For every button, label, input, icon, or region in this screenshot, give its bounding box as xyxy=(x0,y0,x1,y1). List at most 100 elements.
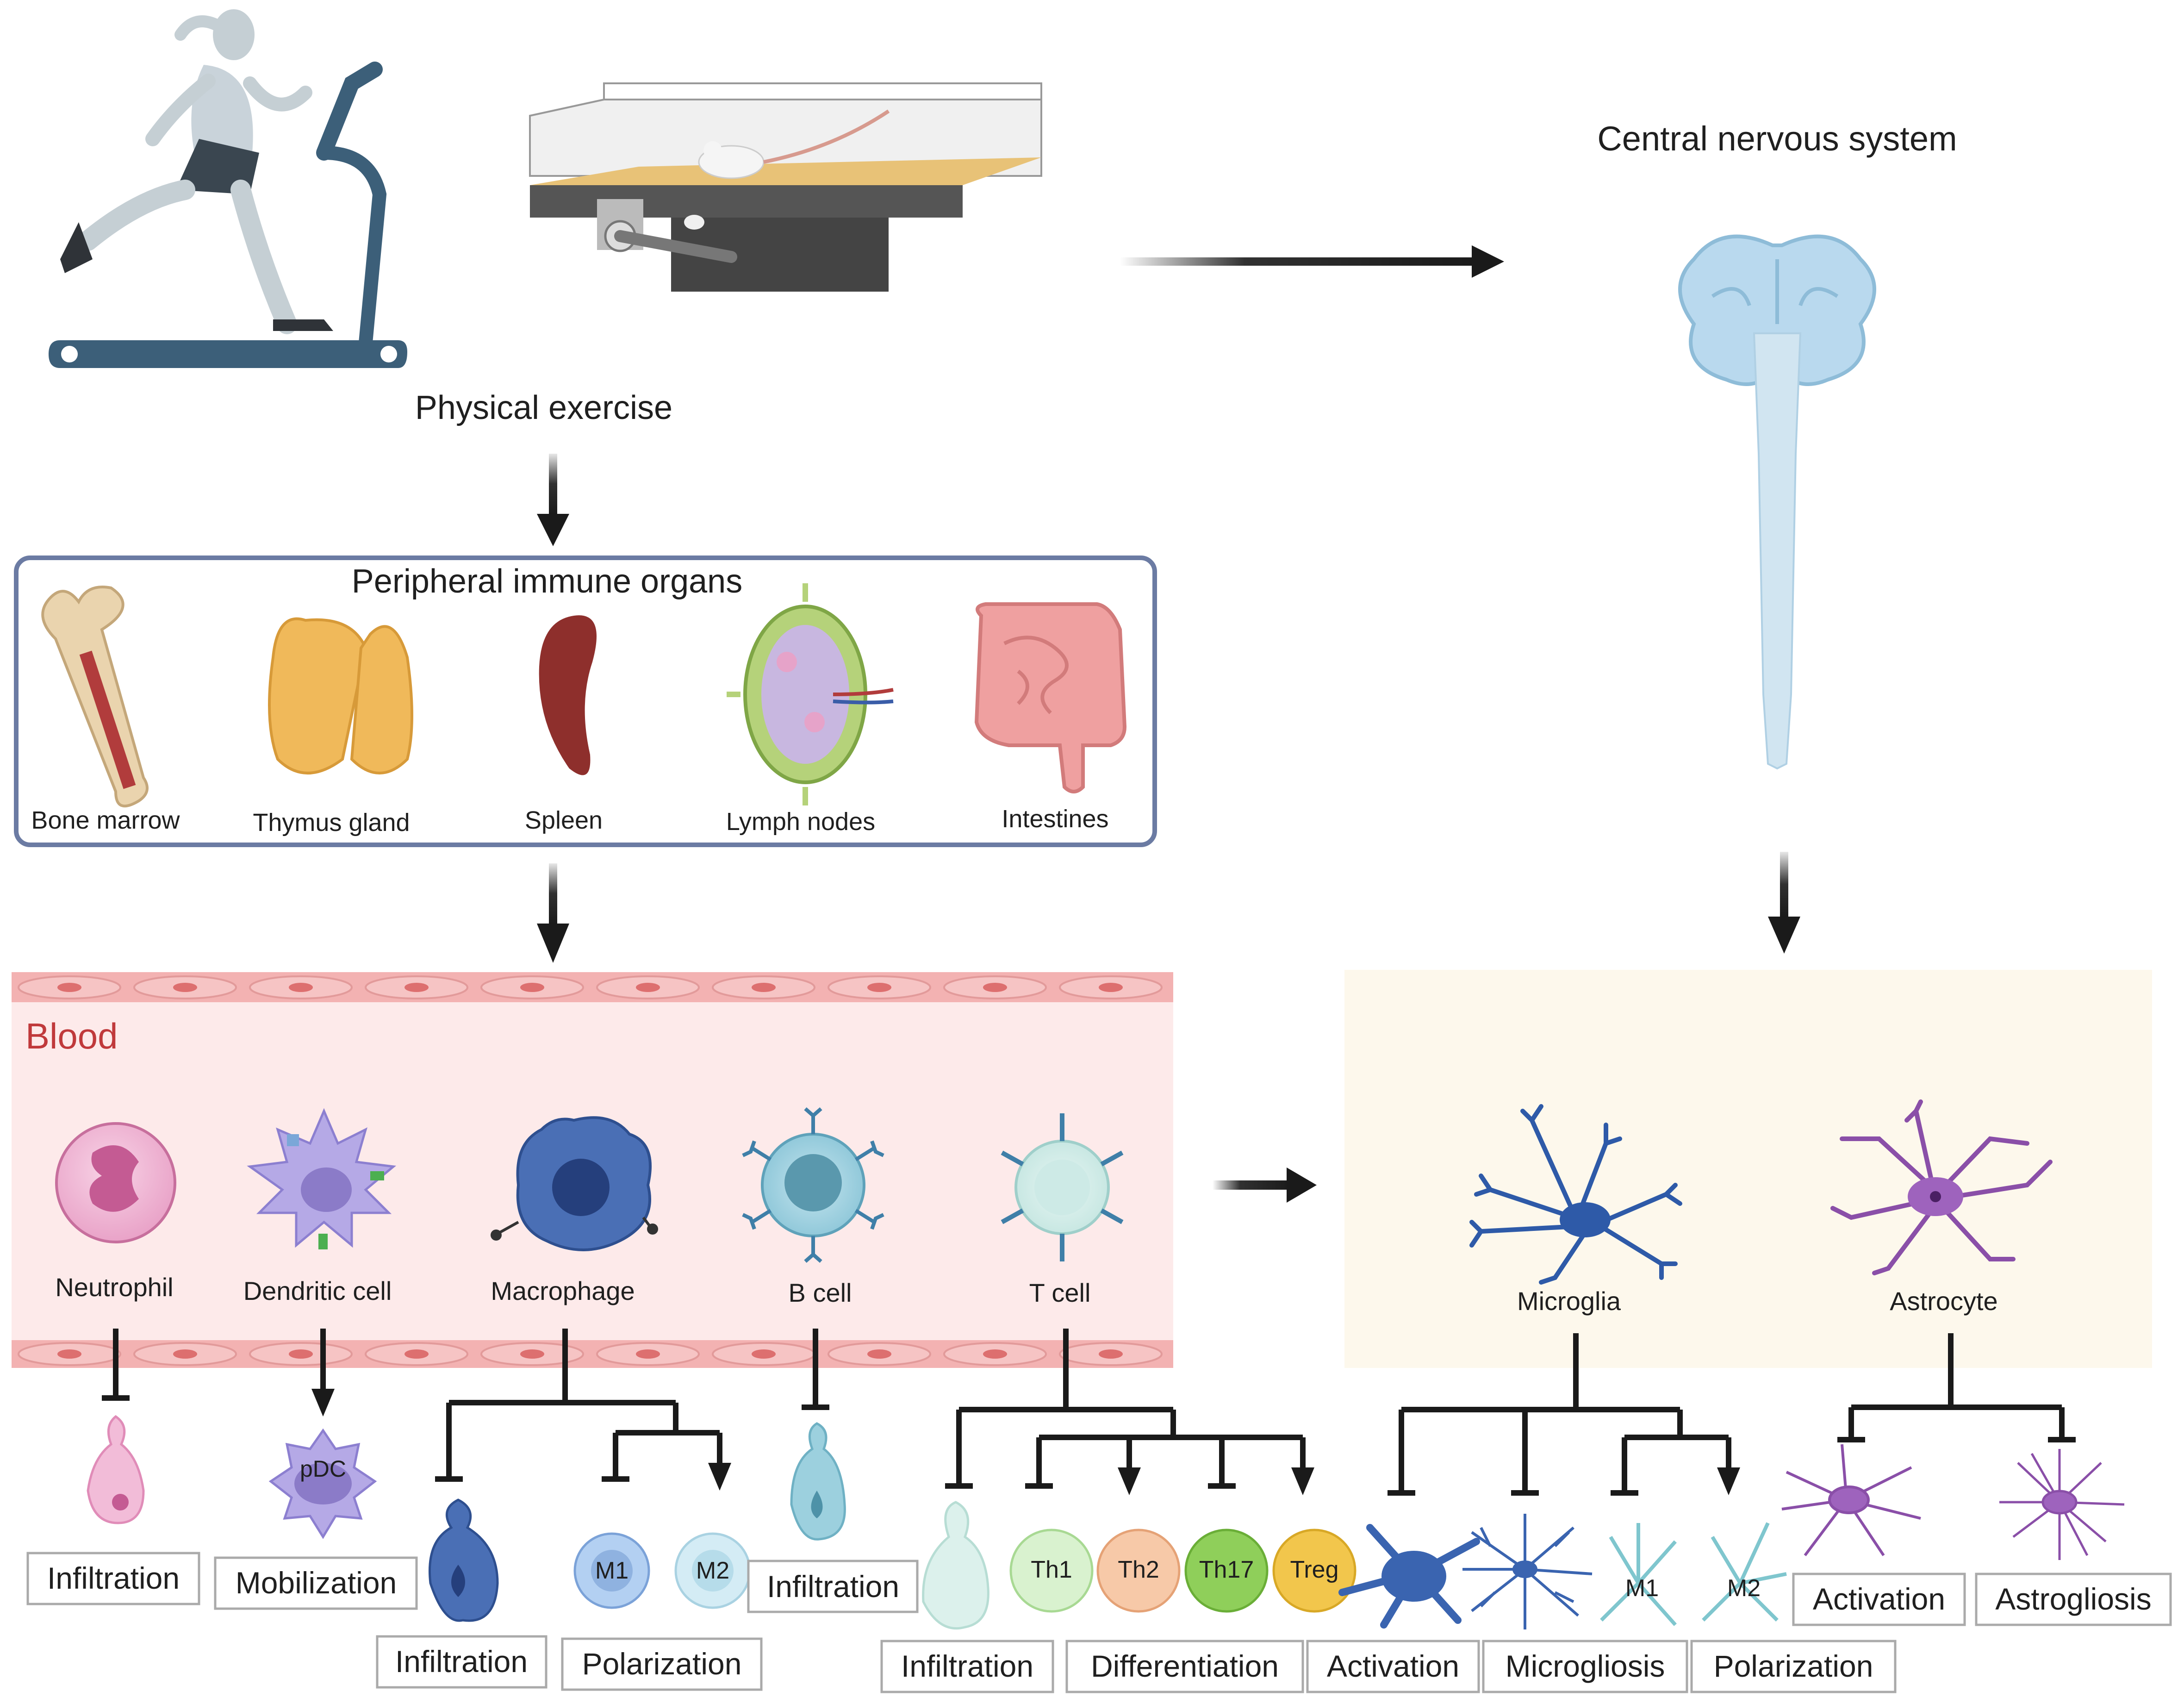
thymus-illustration xyxy=(268,617,413,774)
svg-text:Mobilization: Mobilization xyxy=(236,1566,397,1600)
endothelial-nucleus xyxy=(57,983,81,992)
outcome-box-bcell-infiltration: Infiltration xyxy=(747,1560,919,1613)
endothelial-nucleus xyxy=(867,983,891,992)
arrow-cns-to-glia xyxy=(1768,852,1800,954)
endothelial-nucleus xyxy=(983,983,1007,992)
outcome-box-neutrophil-infiltration: Infiltration xyxy=(26,1552,200,1605)
neutrophil-cell xyxy=(55,1122,176,1243)
cell-label-microglia: Microglia xyxy=(1517,1286,1621,1316)
cns-panel xyxy=(1344,970,2152,1368)
cell-label-astrocyte: Astrocyte xyxy=(1890,1286,1997,1316)
spleen-illustration xyxy=(539,615,597,775)
activated-astrocyte-illustration xyxy=(1781,1444,1921,1556)
physical-exercise-label: Physical exercise xyxy=(415,389,672,426)
th1-cell xyxy=(1009,1529,1094,1613)
m2-microglia-illustration xyxy=(1702,1522,1787,1622)
endothelial-nucleus xyxy=(173,1349,197,1359)
t-cell xyxy=(1001,1113,1124,1261)
endothelial-nucleus xyxy=(983,1349,1007,1359)
connector-trees xyxy=(102,1329,2076,1496)
treg-label: Treg xyxy=(1290,1556,1339,1583)
m1-label: M1 xyxy=(595,1557,628,1584)
bone-marrow-illustration xyxy=(41,586,149,808)
endothelial-nucleus xyxy=(173,983,197,992)
cell-label-neutrophil: Neutrophil xyxy=(55,1273,173,1302)
svg-text:Polarization: Polarization xyxy=(1714,1649,1873,1683)
m2-label: M2 xyxy=(696,1557,729,1584)
mg-m2-label: M2 xyxy=(1727,1575,1761,1602)
endothelial-nucleus xyxy=(752,1349,776,1359)
astrogliosis-illustration xyxy=(1999,1449,2125,1560)
peripheral-organs-title: Peripheral immune organs xyxy=(352,563,742,600)
endothelial-nucleus xyxy=(289,983,313,992)
endothelium-top xyxy=(12,972,1173,1002)
cell-label-macrophage: Macrophage xyxy=(491,1276,635,1305)
endothelial-nucleus xyxy=(520,983,544,992)
m1-macrophage xyxy=(573,1532,650,1609)
svg-text:Microgliosis: Microgliosis xyxy=(1506,1649,1665,1683)
svg-text:Infiltration: Infiltration xyxy=(47,1561,180,1595)
pdc-illustration xyxy=(268,1428,377,1539)
endothelial-nucleus xyxy=(404,983,429,992)
outcome-box-tcell-infiltration: Infiltration xyxy=(880,1640,1054,1693)
cell-label-dendritic: Dendritic cell xyxy=(243,1276,392,1305)
th17-label: Th17 xyxy=(1199,1556,1254,1583)
outcome-box-mobilization: Mobilization xyxy=(214,1556,418,1610)
endothelial-nucleus xyxy=(636,983,660,992)
svg-text:Infiltration: Infiltration xyxy=(901,1649,1033,1683)
endothelial-nucleus xyxy=(289,1349,313,1359)
b-cell xyxy=(742,1107,884,1263)
svg-text:Infiltration: Infiltration xyxy=(395,1644,528,1679)
cell-label-tcell: T cell xyxy=(1029,1278,1091,1307)
arrow-organs-to-blood xyxy=(537,863,569,963)
arrow-exercise-to-organs xyxy=(537,454,569,546)
treg-cell xyxy=(1272,1529,1356,1613)
pdc-label: pDC xyxy=(300,1456,346,1482)
mg-m1-label: M1 xyxy=(1625,1575,1659,1602)
neutrophil-infiltration-illustration xyxy=(87,1415,145,1524)
macrophage-cell xyxy=(491,1116,658,1251)
svg-text:Activation: Activation xyxy=(1327,1649,1459,1683)
bcell-infiltration-illustration xyxy=(790,1422,846,1541)
organ-label-lymph-nodes: Lymph nodes xyxy=(726,808,875,836)
outcome-box-macrophage-infiltration: Infiltration xyxy=(376,1635,548,1689)
svg-text:Astrogliosis: Astrogliosis xyxy=(1995,1582,2151,1616)
connector-arrowheads xyxy=(311,1389,1740,1495)
svg-text:Differentiation: Differentiation xyxy=(1091,1649,1279,1683)
microglia-cell xyxy=(1469,1104,1682,1285)
outcome-box-microgliosis: Microgliosis xyxy=(1482,1640,1688,1693)
arrow-exercise-to-cns xyxy=(1120,245,1504,278)
brain-spinal-cord-illustration xyxy=(1678,234,1876,770)
activated-microglia-illustration xyxy=(1338,1524,1480,1629)
organ-label-spleen: Spleen xyxy=(525,806,603,834)
outcome-box-macrophage-polarization: Polarization xyxy=(561,1637,763,1691)
endothelial-nucleus xyxy=(1099,983,1123,992)
endothelial-nucleus xyxy=(1099,1349,1123,1359)
m1-microglia-illustration xyxy=(1600,1523,1677,1626)
intestines-illustration xyxy=(974,602,1127,793)
endothelial-nucleus xyxy=(752,983,776,992)
endothelium-bottom xyxy=(12,1340,1173,1368)
arrow-blood-to-cns xyxy=(1213,1167,1317,1203)
cell-label-bcell: B cell xyxy=(789,1278,852,1307)
svg-text:Activation: Activation xyxy=(1813,1582,1945,1616)
svg-text:Infiltration: Infiltration xyxy=(767,1569,899,1604)
human-treadmill-illustration xyxy=(49,9,407,368)
outcome-box-astrocyte-activation: Activation xyxy=(1792,1573,1966,1626)
outcome-box-astrogliosis: Astrogliosis xyxy=(1975,1573,2172,1626)
tcell-infiltration-illustration xyxy=(922,1501,989,1630)
outcome-box-differentiation: Differentiation xyxy=(1065,1640,1304,1693)
organ-label-intestines: Intestines xyxy=(1002,805,1108,833)
dendritic-cell xyxy=(247,1108,397,1249)
outcome-box-microglia-polarization: Polarization xyxy=(1690,1640,1897,1693)
cns-label: Central nervous system xyxy=(1597,119,1957,158)
th2-label: Th2 xyxy=(1118,1556,1159,1583)
mouse-treadmill-illustration xyxy=(529,82,1042,292)
macrophage-infiltration-illustration xyxy=(428,1498,499,1622)
th17-cell xyxy=(1184,1529,1269,1613)
th1-label: Th1 xyxy=(1031,1556,1072,1583)
endothelial-nucleus xyxy=(867,1349,891,1359)
astrocyte-cell xyxy=(1830,1099,2053,1275)
organ-label-bone-marrow: Bone marrow xyxy=(31,806,180,834)
